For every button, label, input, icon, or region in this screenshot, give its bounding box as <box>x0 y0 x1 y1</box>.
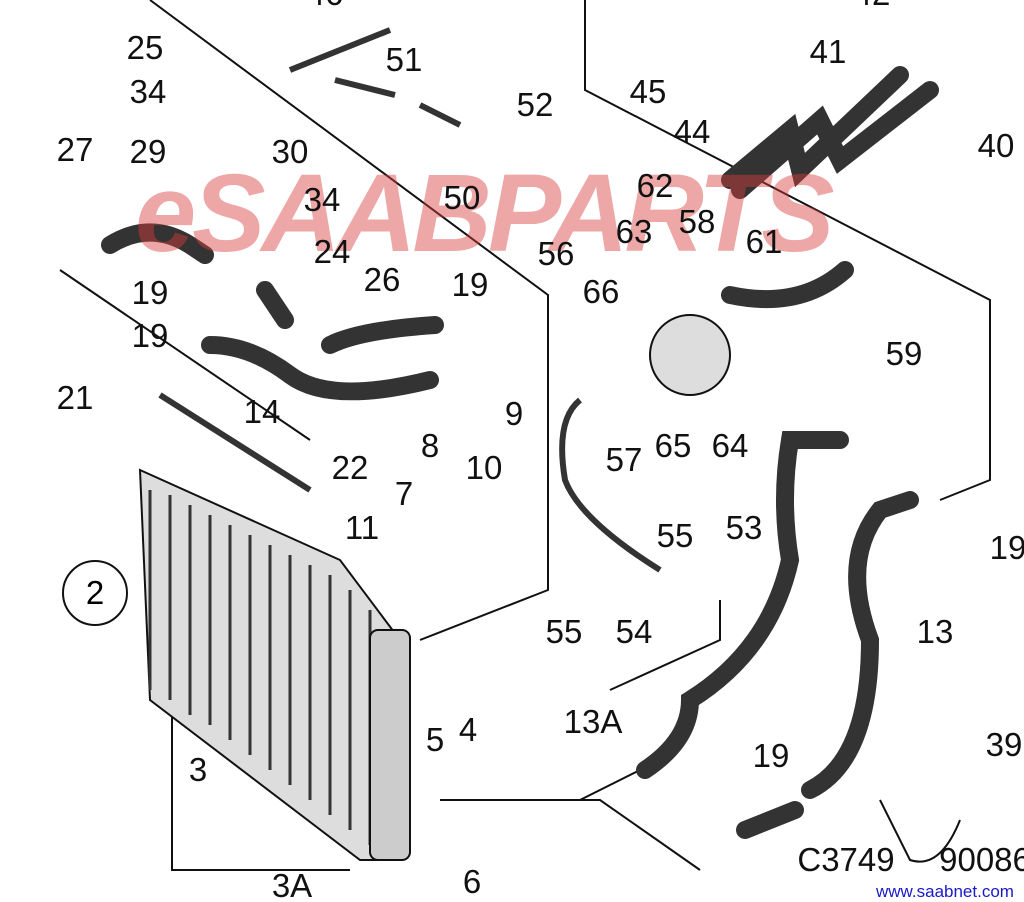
part-label: 26 <box>363 261 401 298</box>
part-label: 4 <box>458 711 478 748</box>
part-label: 24 <box>313 233 351 270</box>
part-label: 45 <box>629 73 667 110</box>
frame-line <box>59 269 311 441</box>
part-label: 41 <box>809 33 847 70</box>
part-label: 63 <box>615 213 653 250</box>
part-label: 55 <box>656 517 694 554</box>
frame-line <box>149 0 549 641</box>
part-label: 44 <box>673 113 711 150</box>
part-label: 54 <box>615 613 653 650</box>
part-label: 42 <box>854 0 891 13</box>
part-label: 34 <box>129 73 167 110</box>
part-label: 21 <box>56 379 94 416</box>
part-label: 56 <box>537 235 575 272</box>
part-label: 52 <box>516 86 554 123</box>
part-label: 19 <box>752 737 790 774</box>
radiator <box>138 468 411 861</box>
part-label: 7 <box>394 475 414 512</box>
site-url-link[interactable]: www.saabnet.com <box>876 882 1014 901</box>
main-part-circle: 2 <box>62 560 128 626</box>
frame-line <box>171 700 350 871</box>
part-label: 3A <box>271 867 313 902</box>
part-label: 64 <box>711 427 749 464</box>
part-label: 10 <box>465 449 503 486</box>
part-label: 8 <box>420 427 440 464</box>
part-label: 58 <box>678 203 716 240</box>
water-pump <box>649 314 731 396</box>
part-label: 62 <box>636 167 674 204</box>
watermark: eSAABPARTS <box>135 152 835 275</box>
part-label: 61 <box>745 223 783 260</box>
part-label: 13A <box>563 703 623 740</box>
part-label: 50 <box>443 179 481 216</box>
part-label: 9 <box>504 395 524 432</box>
frame-line <box>584 0 991 501</box>
part-label: 53 <box>725 509 763 546</box>
part-label: 55 <box>545 613 583 650</box>
part-label: 19 <box>131 317 169 354</box>
diagram-code-2: 90086 <box>939 841 1024 878</box>
part-label: 19 <box>989 529 1024 566</box>
part-label: 22 <box>331 449 369 486</box>
part-label: 6 <box>462 863 482 900</box>
part-label: 30 <box>271 133 309 170</box>
part-label: 34 <box>303 181 341 218</box>
part-label: 19 <box>131 274 169 311</box>
hoses <box>101 66 939 839</box>
part-label: 25 <box>126 29 164 66</box>
part-label: 29 <box>129 133 167 170</box>
part-label: 11 <box>344 509 380 546</box>
bracket-39 <box>879 799 961 863</box>
frame-line <box>440 769 701 871</box>
diagram-code: C3749 <box>797 841 895 878</box>
part-label: 27 <box>56 131 94 168</box>
part-label: 46 <box>307 0 344 13</box>
frame-line <box>609 600 721 691</box>
part-label: 57 <box>605 441 643 478</box>
part-label: 59 <box>885 335 923 372</box>
part-label: 13 <box>916 613 954 650</box>
part-label: 39 <box>985 726 1023 763</box>
part-label: 19 <box>451 266 489 303</box>
part-label: 65 <box>654 427 692 464</box>
part-label: 66 <box>582 273 620 310</box>
part-label: 3 <box>188 751 208 788</box>
part-label: 14 <box>243 393 281 430</box>
part-label: 40 <box>977 127 1015 164</box>
small-pipes <box>158 27 662 573</box>
part-label: 5 <box>425 721 445 758</box>
part-label: 51 <box>385 41 423 78</box>
